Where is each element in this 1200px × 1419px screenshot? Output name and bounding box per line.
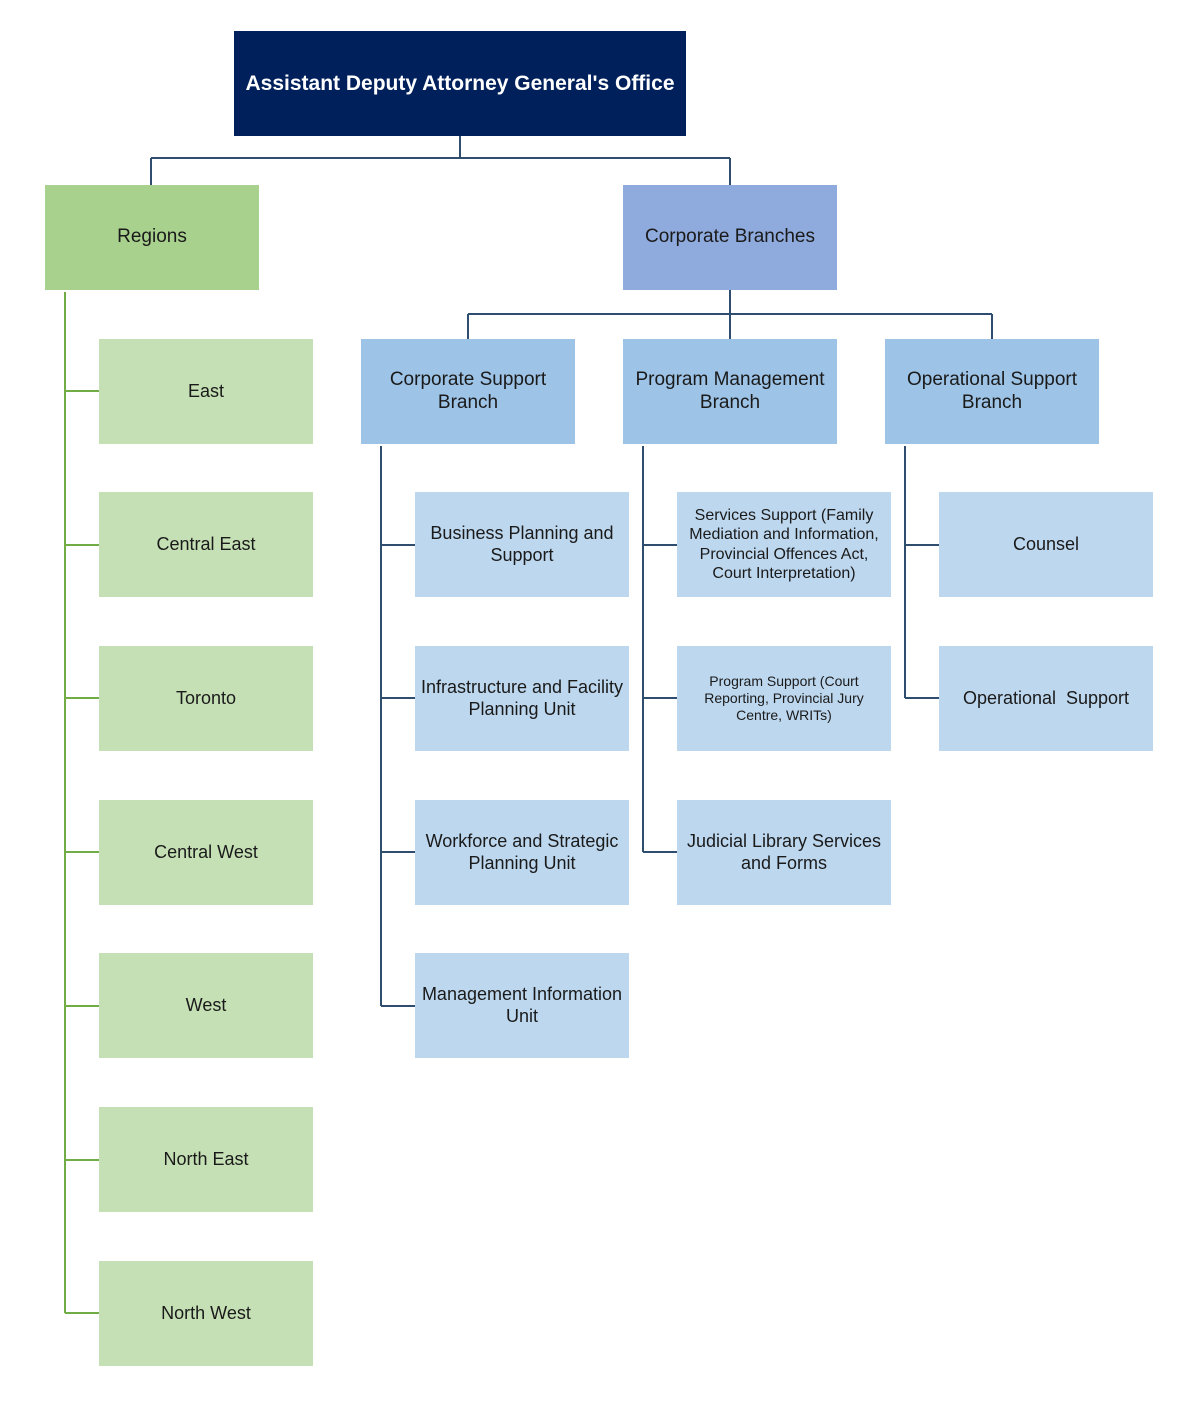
unit-infrastructure-facility: Infrastructure and Facility Planning Uni… [415,646,629,751]
connector-csb [380,446,415,1007]
branch-operational-support: Operational Support Branch [885,339,1099,444]
unit-workforce-strategic: Workforce and Strategic Planning Unit [415,800,629,905]
region-north-west: North West [99,1261,313,1366]
regions-group: Regions [45,185,259,290]
connector-corporate [467,290,993,339]
branch-corporate-support: Corporate Support Branch [361,339,575,444]
unit-services-support: Services Support (Family Mediation and I… [677,492,891,597]
region-central-west: Central West [99,800,313,905]
corporate-branches-group: Corporate Branches [623,185,837,290]
unit-business-planning: Business Planning and Support [415,492,629,597]
region-west: West [99,953,313,1058]
region-toronto: Toronto [99,646,313,751]
region-east: East [99,339,313,444]
branch-program-management: Program Management Branch [623,339,837,444]
unit-operational-support: Operational Support [939,646,1153,751]
connector-pmb [642,446,677,853]
unit-program-support: Program Support (Court Reporting, Provin… [677,646,891,751]
unit-judicial-library: Judicial Library Services and Forms [677,800,891,905]
unit-counsel: Counsel [939,492,1153,597]
unit-management-information: Management Information Unit [415,953,629,1058]
connector-top [150,136,731,185]
connector-osb [904,446,939,699]
region-north-east: North East [99,1107,313,1212]
office-title: Assistant Deputy Attorney General's Offi… [234,31,686,136]
region-central-east: Central East [99,492,313,597]
connector-regions [64,292,99,1314]
